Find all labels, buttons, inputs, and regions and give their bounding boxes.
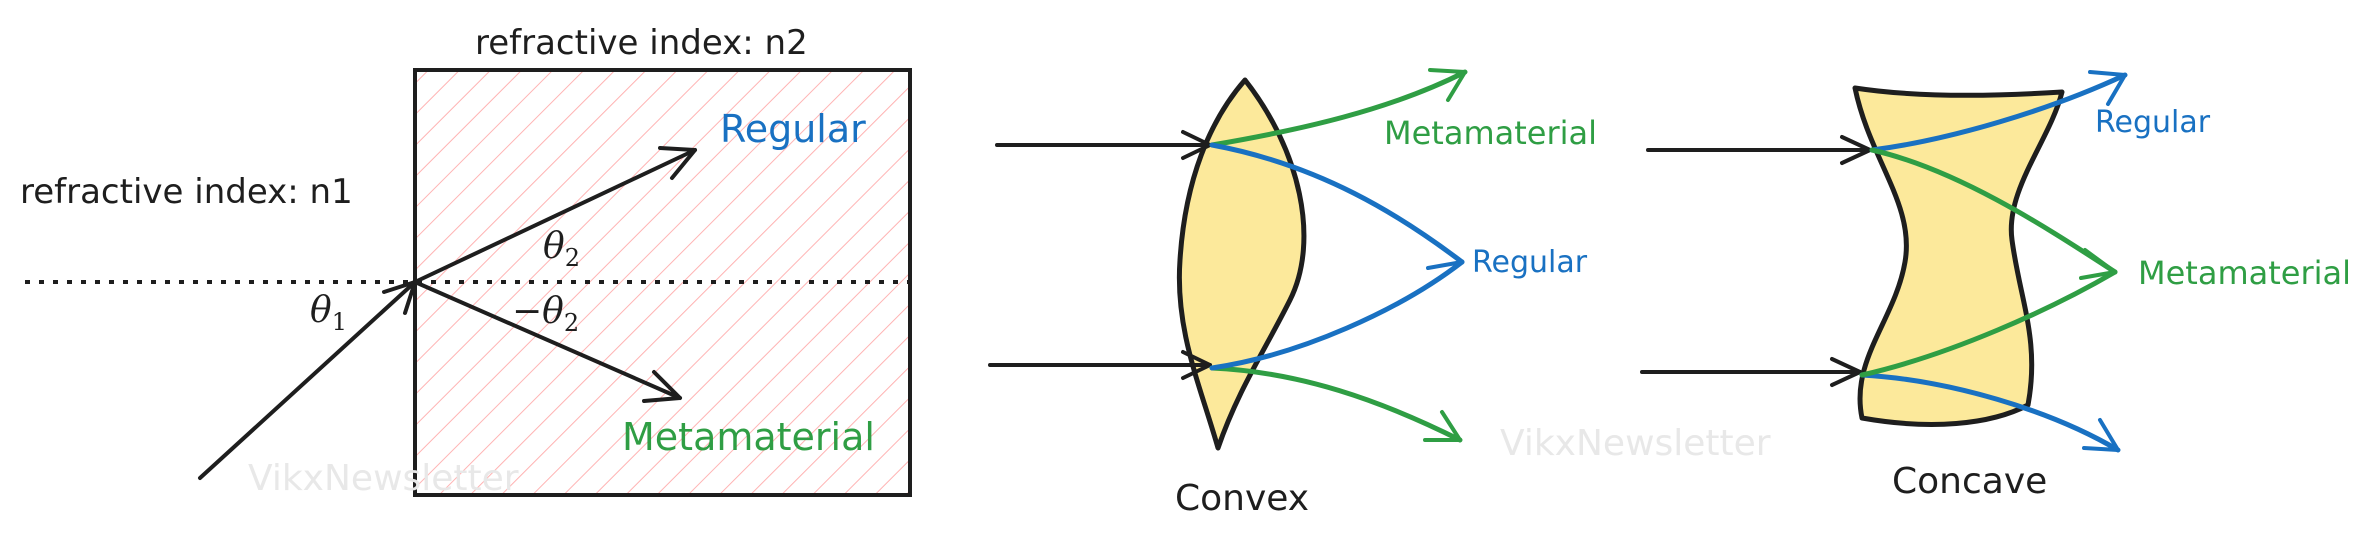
convex-metamaterial-ray-top bbox=[1209, 68, 1468, 148]
neg-theta2-label: −θ2 bbox=[512, 291, 579, 337]
concave-label-regular: Regular bbox=[2095, 105, 2211, 140]
convex-lens bbox=[1176, 77, 1307, 451]
convex-incoming-ray-bottom bbox=[988, 350, 1212, 380]
concave-caption: Concave bbox=[1892, 461, 2047, 502]
concave-lens-panel: Regular Metamaterial Concave bbox=[1640, 70, 2351, 502]
concave-label-metamaterial: Metamaterial bbox=[2138, 254, 2351, 292]
concave-metamaterial-ray-bottom bbox=[1859, 269, 2118, 378]
label-regular: Regular bbox=[720, 107, 866, 151]
regular-refracted-ray bbox=[413, 146, 697, 284]
watermark: VikxNewsletter bbox=[248, 458, 519, 499]
concave-regular-ray-top bbox=[1869, 70, 2128, 153]
watermark: VikxNewsletter bbox=[1500, 423, 1771, 464]
convex-label-regular: Regular bbox=[1472, 245, 1588, 280]
convex-metamaterial-ray-bottom bbox=[1209, 365, 1463, 443]
label-refractive-index-n2: refractive index: n2 bbox=[475, 23, 808, 63]
incident-ray bbox=[198, 280, 417, 480]
label-refractive-index-n1: refractive index: n1 bbox=[20, 172, 353, 212]
convex-lens-panel: Metamaterial Regular Convex VikxNewslett… bbox=[988, 68, 1771, 519]
refraction-panel: refractive index: n2 refractive index: n… bbox=[20, 23, 912, 499]
label-metamaterial: Metamaterial bbox=[622, 415, 875, 459]
concave-lens bbox=[1852, 85, 2065, 427]
concave-regular-ray-bottom bbox=[1859, 372, 2121, 453]
concave-incoming-ray-bottom bbox=[1640, 357, 1862, 387]
theta1-label: θ1 bbox=[310, 290, 347, 336]
convex-caption: Convex bbox=[1175, 478, 1309, 519]
metamaterial-refracted-ray bbox=[413, 280, 682, 403]
convex-label-metamaterial: Metamaterial bbox=[1384, 114, 1597, 152]
theta2-label: θ2 bbox=[543, 226, 580, 272]
convex-regular-ray-bottom bbox=[1209, 259, 1465, 371]
concave-incoming-ray-top bbox=[1646, 135, 1872, 165]
convex-incoming-ray-top bbox=[995, 130, 1212, 160]
